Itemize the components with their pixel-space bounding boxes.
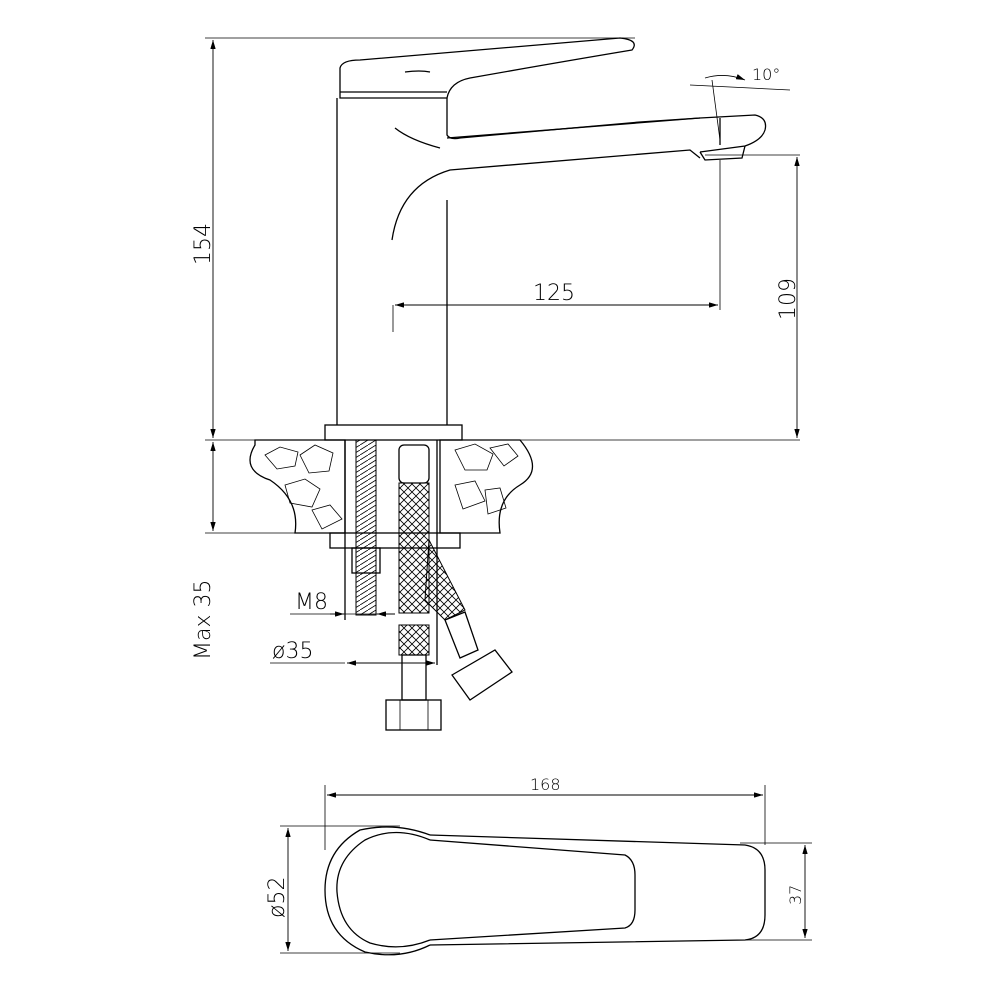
max-35-label: Max 35	[191, 580, 216, 660]
side-dimensions: 154 109 125 Max 35 M8 ø35	[191, 37, 801, 666]
countertop-section	[249, 439, 534, 549]
reach-125-label: 125	[533, 281, 575, 306]
hole-diameter-label: ø35	[272, 639, 313, 664]
length-168-label: 168	[530, 775, 561, 794]
diameter-52-label: ø52	[265, 877, 290, 918]
height-109-label: 109	[776, 278, 801, 320]
faucet-top-view: 168 ø52 37	[265, 775, 812, 956]
mounting-parts	[344, 439, 513, 731]
faucet-side-view: 10°	[324, 37, 791, 441]
height-154-label: 154	[191, 223, 216, 265]
angle-label: 10°	[752, 65, 780, 84]
width-37-label: 37	[786, 885, 805, 905]
thread-m8-label: M8	[295, 590, 328, 615]
